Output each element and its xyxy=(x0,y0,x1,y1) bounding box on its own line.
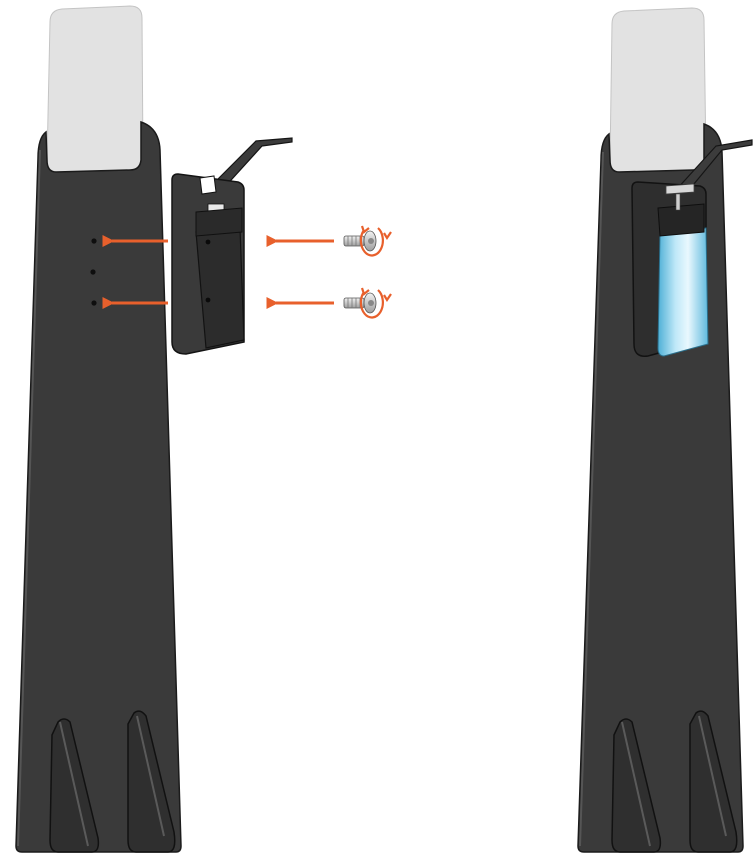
rotate-icon xyxy=(359,287,392,319)
mount-hole-middle xyxy=(90,269,96,275)
rotate-icon xyxy=(359,225,392,257)
dispenser-bracket xyxy=(171,137,293,355)
left-sign-panel xyxy=(46,5,144,173)
left-post xyxy=(15,120,182,853)
screw-bottom xyxy=(343,287,392,319)
right-stand xyxy=(577,7,753,853)
screw-icon xyxy=(343,230,377,252)
mounted-dispenser xyxy=(631,139,753,357)
pump-head xyxy=(657,203,705,237)
right-sign-panel xyxy=(609,7,707,173)
screw-icon xyxy=(343,292,377,314)
assembly-arrows xyxy=(102,235,334,309)
sanitizer-bottle xyxy=(657,227,709,357)
screw-top xyxy=(343,225,392,257)
mount-hole-top xyxy=(91,238,97,244)
mount-hole-bottom xyxy=(91,300,97,306)
left-stand xyxy=(15,5,182,853)
